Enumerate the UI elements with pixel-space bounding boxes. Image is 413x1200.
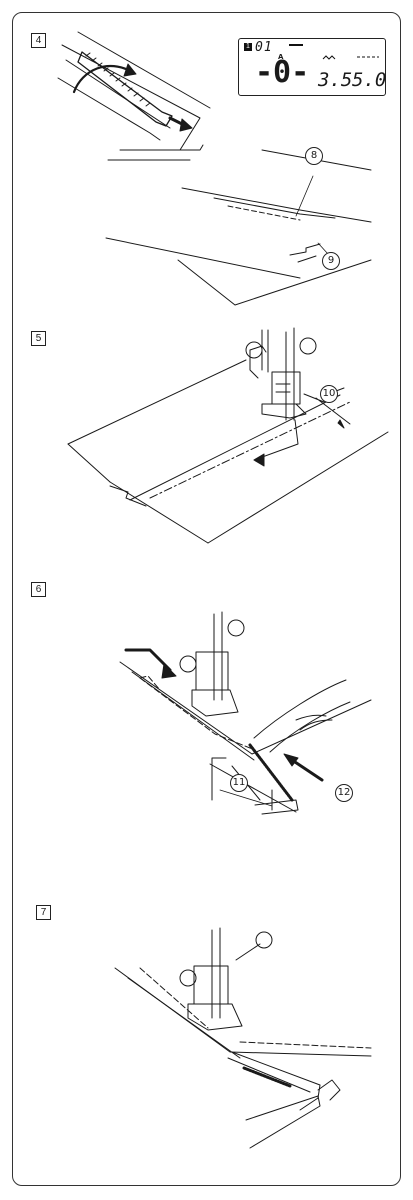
step7-sewing-illustration (115, 928, 371, 1148)
arrow-left-icon (254, 454, 264, 466)
callout-8: 8 (305, 147, 323, 165)
step4-fabric-illustration (106, 150, 371, 305)
arrow-pointer-icon (292, 760, 322, 780)
step4-zipper-illustration (58, 32, 210, 160)
leader-8 (296, 176, 313, 216)
callout-12: 12 (335, 784, 353, 802)
callout-9: 9 (322, 252, 340, 270)
callout-11: 11 (230, 774, 248, 792)
callout-10: 10 (320, 385, 338, 403)
curved-arrow-icon (74, 66, 132, 92)
step5-sewing-illustration (68, 328, 388, 543)
